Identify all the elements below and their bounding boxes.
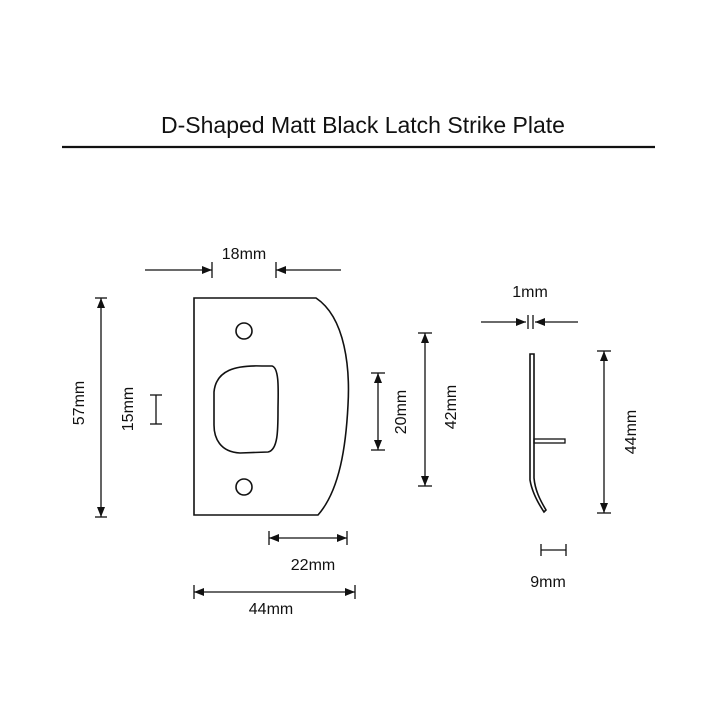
- screw-hole-bottom: [235, 478, 253, 496]
- dimension-label-15mm: 15mm: [120, 387, 137, 431]
- dimension-width-top: 18mm: [145, 246, 341, 278]
- dimension-label-18mm: 18mm: [222, 246, 266, 263]
- dimension-opening-height: 20mm: [371, 372, 410, 451]
- dimension-label-44mm-height: 44mm: [623, 410, 640, 454]
- dimension-thickness: 1mm: [481, 284, 578, 329]
- strike-plate-front-view: [193, 297, 350, 516]
- dimension-label-20mm: 20mm: [393, 390, 410, 434]
- plate-outline: [193, 297, 350, 516]
- dimension-label-22mm: 22mm: [291, 557, 335, 574]
- dimension-face-height: 42mm: [418, 332, 460, 487]
- dimension-label-1mm: 1mm: [512, 284, 548, 301]
- screw-hole-top: [235, 322, 253, 340]
- latch-opening: [213, 365, 280, 454]
- dimension-hole-spacing: 15mm: [120, 387, 162, 431]
- dimension-label-9mm: 9mm: [530, 574, 566, 591]
- strike-plate-side-view: [529, 353, 566, 514]
- dimension-label-57mm: 57mm: [71, 381, 88, 425]
- side-profile: [529, 353, 548, 514]
- dimension-label-44mm-width: 44mm: [249, 601, 293, 618]
- diagram-title: D-Shaped Matt Black Latch Strike Plate: [161, 112, 565, 138]
- dimension-width-total: 44mm: [193, 585, 356, 618]
- dimension-label-42mm: 42mm: [443, 385, 460, 429]
- dimension-curve-width: 22mm: [268, 531, 348, 574]
- dimension-tab-depth: 9mm: [530, 544, 567, 591]
- dimension-height-total: 57mm: [71, 297, 107, 518]
- dimension-side-height: 44mm: [597, 350, 640, 514]
- side-tab: [533, 438, 566, 444]
